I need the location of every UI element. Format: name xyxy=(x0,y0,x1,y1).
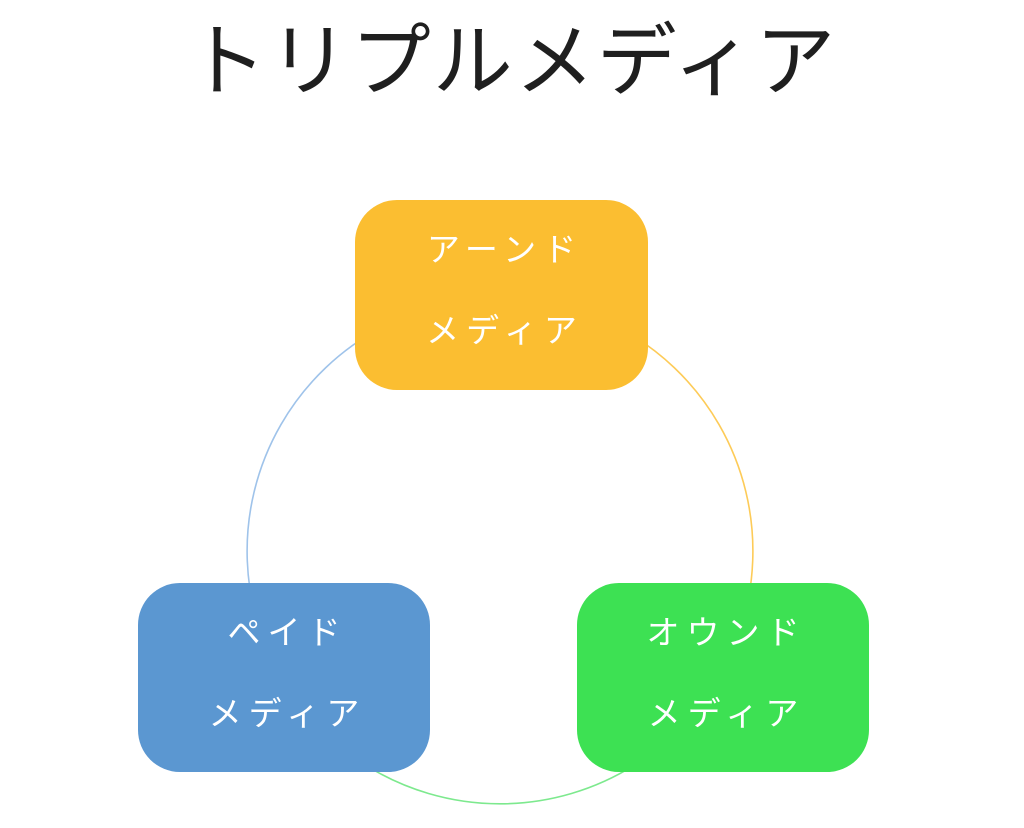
diagram-title: トリプルメディア xyxy=(186,17,838,106)
node-paid-media: ペイド メディア xyxy=(138,583,430,772)
node-paid-media-line1: ペイド xyxy=(227,613,348,651)
node-paid-media-line2: メディア xyxy=(208,694,367,732)
node-owned-media: オウンド メディア xyxy=(577,583,869,772)
node-owned-media-line1: オウンド xyxy=(646,613,807,651)
node-owned-media-line2: メディア xyxy=(647,694,806,732)
node-earned-media-line1: アーンド xyxy=(426,231,584,268)
node-earned-media: アーンド メディア xyxy=(355,200,648,390)
node-earned-media-line2: メディア xyxy=(426,312,584,349)
